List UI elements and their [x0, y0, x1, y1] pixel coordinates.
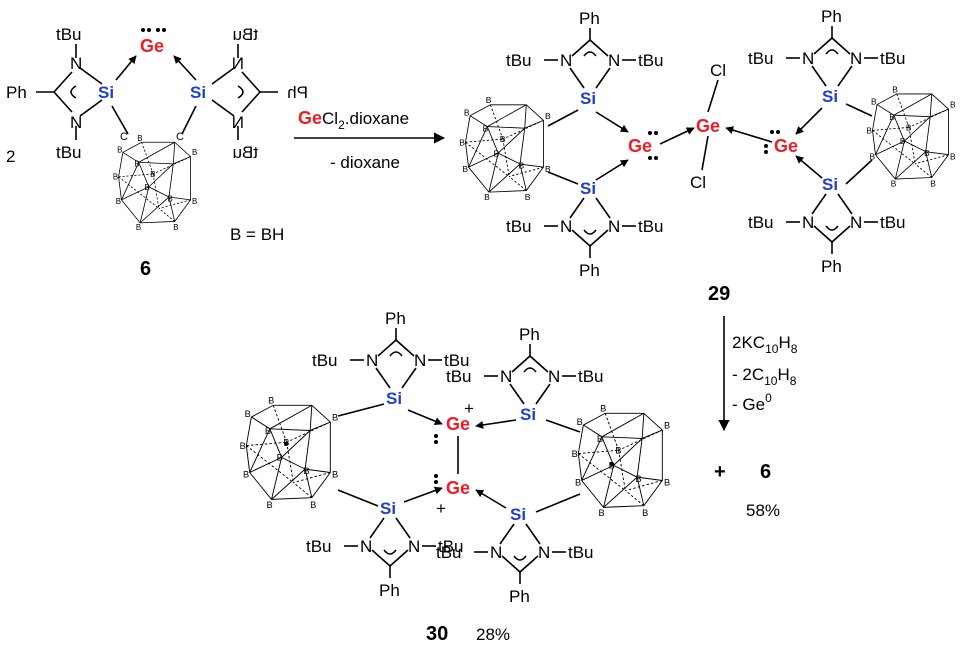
germanium-label: Ge	[140, 36, 164, 56]
compound-29-label: 29	[708, 283, 730, 305]
silicon-label: Si	[580, 179, 596, 198]
germanium-center-label: Ge	[696, 116, 720, 136]
charge-plus: +	[464, 399, 474, 418]
silicon-label: Si	[822, 175, 838, 194]
germanium-label: Ge	[446, 478, 470, 498]
reagent-line-1: 2KC10H8	[732, 333, 798, 356]
silicon-label: Si	[386, 389, 402, 408]
compound-29: Si Si Ge Ge Cl Cl Ge Si Si 29	[458, 6, 957, 305]
bh-legend: B = BH	[230, 225, 284, 244]
germanium-label: Ge	[774, 136, 798, 156]
chlorine-label: Cl	[690, 173, 706, 192]
charge-plus: +	[436, 499, 446, 518]
carbon-label: C	[176, 131, 184, 143]
stoichiometry-label: 2	[6, 147, 15, 166]
germanium-label: Ge	[628, 136, 652, 156]
chlorine-label: Cl	[710, 61, 726, 80]
reagent-line-3: - Ge0	[732, 391, 772, 414]
product-6-yield: 58%	[746, 501, 780, 520]
silicon-label: Si	[510, 505, 526, 524]
reagent-line-2: - 2C10H8	[732, 365, 797, 388]
silicon-label: Si	[580, 89, 596, 108]
silicon-label: Si	[822, 87, 838, 106]
carbon-label: C	[120, 131, 128, 143]
reaction-arrow-2: 2KC10H8 - 2C10H8 - Ge0 + 6 58%	[714, 316, 798, 520]
germanium-label: Ge	[446, 414, 470, 434]
silicon-label: Si	[98, 83, 114, 102]
byproduct-label: - dioxane	[330, 153, 400, 172]
plus-sign: +	[714, 461, 726, 483]
compound-30: Si Si Ge + Ge + Si Si 30 28%	[239, 308, 671, 645]
product-6-label: 6	[760, 461, 771, 483]
silicon-label: Si	[190, 83, 206, 102]
compound-6: 2 Si Si Ge C C 6 B = BH	[5, 24, 309, 280]
compound-30-yield: 28%	[476, 625, 510, 644]
compound-30-label: 30	[426, 623, 448, 645]
silicon-label: Si	[380, 499, 396, 518]
silicon-label: Si	[520, 405, 536, 424]
reaction-arrow-1: GeCl2.dioxane - dioxane	[294, 108, 446, 172]
compound-6-label: 6	[140, 258, 151, 280]
reagent-label: GeCl2.dioxane	[298, 108, 409, 132]
